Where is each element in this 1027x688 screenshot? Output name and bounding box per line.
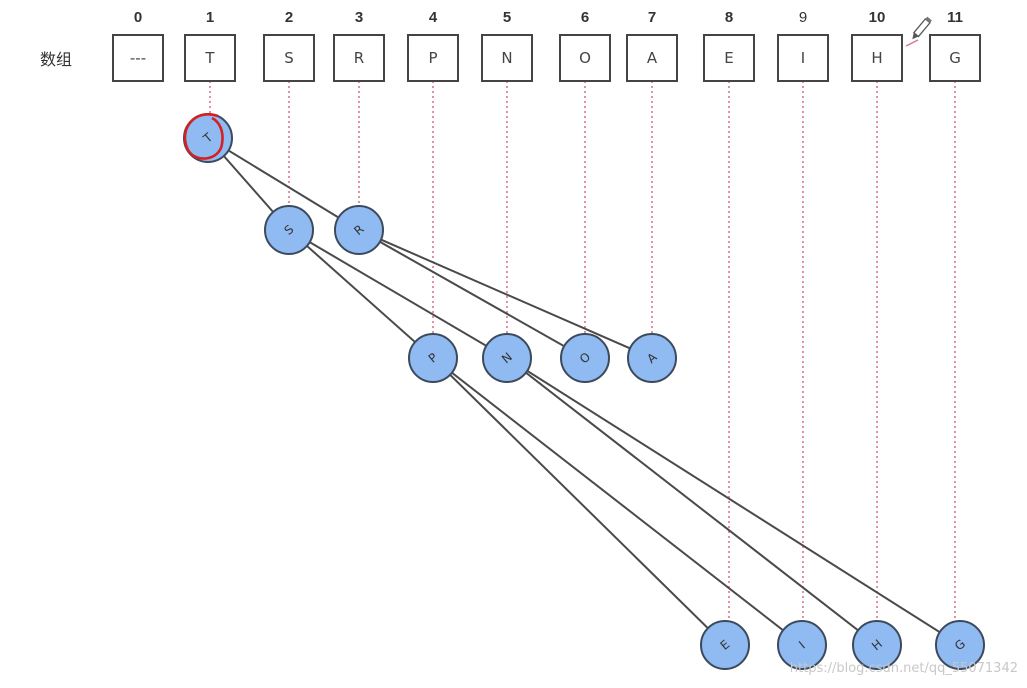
tree-node: P	[408, 333, 458, 383]
array-cell	[184, 34, 236, 82]
tree-node: I	[777, 620, 827, 670]
array-cell-value: S	[284, 49, 294, 67]
array-cell	[333, 34, 385, 82]
tree-edge	[506, 357, 961, 646]
array-cell-value: T	[204, 49, 215, 67]
array-index-label: 10	[869, 9, 886, 26]
array-cell-value: I	[801, 49, 805, 67]
array-cell	[263, 34, 315, 82]
array-cell	[407, 34, 459, 82]
tree-edge	[432, 357, 803, 646]
tree-node-circle	[482, 333, 532, 383]
guide-lines	[209, 81, 956, 621]
tree-edges	[207, 137, 961, 646]
highlight-mark	[183, 113, 224, 160]
tree-node: N	[482, 333, 532, 383]
tree-node-circle	[264, 205, 314, 255]
tree-node-circle	[627, 333, 677, 383]
array-cell-value: P	[428, 49, 437, 67]
tree-edge	[207, 137, 360, 231]
array-index-label: 0	[134, 9, 142, 26]
array-index-label: 3	[355, 9, 363, 26]
tree-node: R	[334, 205, 384, 255]
array-index-label: 2	[285, 9, 293, 26]
pencil-cursor-icon	[912, 16, 932, 40]
tree-edge	[358, 229, 586, 359]
array-index-label: 9	[799, 9, 807, 26]
array-cells: 0 --- 1T 2S 3R 4P 5N 6O 7A 8E 9I 10H 11G	[112, 9, 981, 82]
tree-node: O	[560, 333, 610, 383]
array-cell-value: H	[871, 49, 882, 67]
array-cell-value: A	[647, 49, 658, 67]
array-index-label: 11	[947, 9, 963, 26]
array-cell-value: R	[354, 49, 364, 67]
tree-node-circle	[777, 620, 827, 670]
array-cell	[851, 34, 903, 82]
array-index-label: 8	[725, 9, 733, 26]
tree-edge	[288, 229, 434, 359]
array-cell	[112, 34, 164, 82]
tree-node: S	[264, 205, 314, 255]
pencil-trail	[905, 39, 919, 47]
tree-node-circle	[560, 333, 610, 383]
array-index-label: 7	[648, 9, 656, 26]
tree-node: G	[935, 620, 985, 670]
tree-node: E	[700, 620, 750, 670]
array-cell	[703, 34, 755, 82]
array-cell-value: ---	[130, 49, 146, 67]
tree-edge	[432, 357, 726, 646]
tree-node-circle	[852, 620, 902, 670]
array-cell	[929, 34, 981, 82]
tree-node-circle	[700, 620, 750, 670]
array-cell-value: O	[579, 49, 591, 67]
array-row-label: 数组	[40, 50, 72, 69]
tree-edge	[288, 229, 508, 359]
array-index-label: 5	[503, 9, 511, 26]
tree-edge	[506, 357, 878, 646]
array-cell	[777, 34, 829, 82]
array-cell	[559, 34, 611, 82]
array-cell-value: G	[949, 49, 961, 67]
array-cell	[481, 34, 533, 82]
array-index-label: 4	[429, 9, 438, 26]
array-cell	[626, 34, 678, 82]
array-cell-value: E	[724, 49, 733, 67]
tree-node-label: I	[796, 638, 808, 651]
array-index-label: 1	[206, 9, 214, 26]
watermark-text: https://blog.csdn.net/qq_55071342	[790, 661, 1018, 676]
tree-node: A	[627, 333, 677, 383]
tree-node-circle	[334, 205, 384, 255]
tree-node-circle	[408, 333, 458, 383]
tree-node: T	[183, 113, 233, 163]
tree-node: H	[852, 620, 902, 670]
array-cell-value: N	[501, 49, 512, 67]
tree-edge	[358, 229, 653, 359]
tree-node-circle	[935, 620, 985, 670]
array-index-label: 6	[581, 9, 589, 26]
